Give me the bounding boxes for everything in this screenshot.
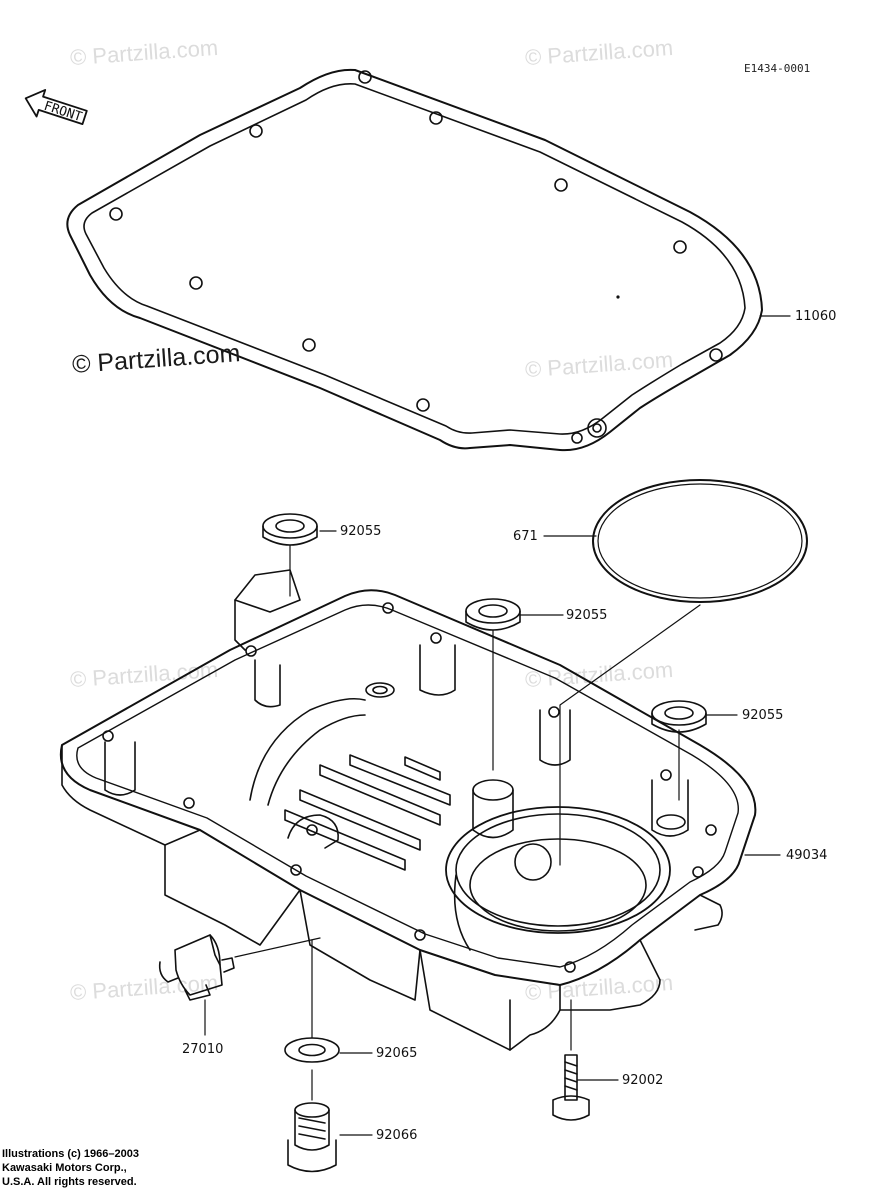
o-ring bbox=[592, 479, 808, 603]
front-arrow-icon: FRONT bbox=[24, 89, 88, 125]
washer-right bbox=[651, 700, 707, 733]
callout-27010: 27010 bbox=[182, 1042, 224, 1057]
credit-line: U.S.A. All rights reserved. bbox=[2, 1176, 137, 1188]
callout-49034: 49034 bbox=[786, 848, 828, 863]
callout-92065: 92065 bbox=[376, 1046, 418, 1061]
illustration-credit: Illustrations (c) 1966–2003 Kawasaki Mot… bbox=[2, 1147, 139, 1189]
pan-bolt bbox=[552, 1054, 590, 1121]
oil-pan-gasket bbox=[66, 68, 763, 452]
drain-plug bbox=[287, 1102, 337, 1173]
credit-line: Kawasaki Motors Corp., bbox=[2, 1162, 127, 1174]
callout-92055-right: 92055 bbox=[742, 708, 784, 723]
callout-92055-mid: 92055 bbox=[566, 608, 608, 623]
leader-lines bbox=[204, 315, 791, 1136]
washer-top bbox=[262, 513, 318, 546]
callout-92055-top: 92055 bbox=[340, 524, 382, 539]
callout-671: 671 bbox=[513, 529, 538, 544]
oil-pan bbox=[59, 569, 757, 1051]
callout-92002: 92002 bbox=[622, 1073, 664, 1088]
oil-pressure-switch bbox=[158, 934, 235, 1001]
reference-code: E1434-0001 bbox=[744, 62, 811, 75]
callout-11060: 11060 bbox=[795, 309, 837, 324]
washer-mid bbox=[465, 598, 521, 631]
credit-line: Illustrations (c) 1966–2003 bbox=[2, 1148, 139, 1160]
drain-washer bbox=[284, 1037, 340, 1063]
callout-92066: 92066 bbox=[376, 1128, 418, 1143]
